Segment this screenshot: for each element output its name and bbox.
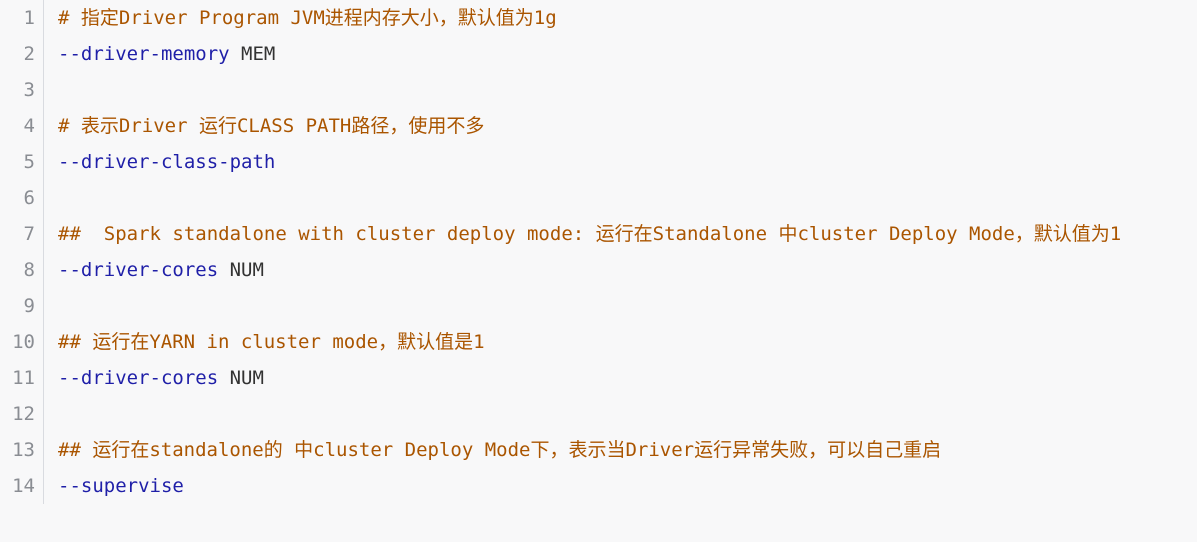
line-number: 9 xyxy=(0,288,44,324)
line-number: 11 xyxy=(0,360,44,396)
code-text: --driver-cores NUM xyxy=(44,252,264,288)
line-number: 3 xyxy=(0,72,44,108)
flag-text: --supervise xyxy=(58,475,184,497)
code-text: # 指定Driver Program JVM进程内存大小，默认值为1g xyxy=(44,0,557,36)
code-line: 7 ## Spark standalone with cluster deplo… xyxy=(0,216,1197,252)
line-number: 2 xyxy=(0,36,44,72)
line-number: 7 xyxy=(0,216,44,252)
code-text xyxy=(44,72,69,108)
line-number: 8 xyxy=(0,252,44,288)
code-line: 12 xyxy=(0,396,1197,432)
line-number: 6 xyxy=(0,180,44,216)
code-line: 6 xyxy=(0,180,1197,216)
comment-text: # 表示Driver 运行CLASS PATH路径，使用不多 xyxy=(58,115,485,137)
line-number: 5 xyxy=(0,144,44,180)
flag-text: --driver-class-path xyxy=(58,151,276,173)
code-text xyxy=(44,180,69,216)
line-number: 1 xyxy=(0,0,44,36)
code-line: 14 --supervise xyxy=(0,468,1197,504)
line-number: 10 xyxy=(0,324,44,360)
flag-text: --driver-cores xyxy=(58,367,219,389)
code-text: ## 运行在standalone的 中cluster Deploy Mode下，… xyxy=(44,432,941,468)
code-text xyxy=(44,288,69,324)
code-line: 10 ## 运行在YARN in cluster mode，默认值是1 xyxy=(0,324,1197,360)
code-text: --supervise xyxy=(44,468,184,504)
line-number: 14 xyxy=(0,468,44,504)
code-line: 13 ## 运行在standalone的 中cluster Deploy Mod… xyxy=(0,432,1197,468)
flag-text: --driver-memory xyxy=(58,43,230,65)
code-text: --driver-class-path xyxy=(44,144,275,180)
code-line: 9 xyxy=(0,288,1197,324)
code-text: --driver-memory MEM xyxy=(44,36,275,72)
code-line: 1 # 指定Driver Program JVM进程内存大小，默认值为1g xyxy=(0,0,1197,36)
code-line: 2 --driver-memory MEM xyxy=(0,36,1197,72)
code-line: 11 --driver-cores NUM xyxy=(0,360,1197,396)
code-text xyxy=(44,396,69,432)
code-text: --driver-cores NUM xyxy=(44,360,264,396)
comment-text: # 指定Driver Program JVM进程内存大小，默认值为1g xyxy=(58,7,557,29)
comment-text: ## 运行在YARN in cluster mode，默认值是1 xyxy=(58,331,485,353)
arg-text: NUM xyxy=(218,367,264,389)
code-line: 8 --driver-cores NUM xyxy=(0,252,1197,288)
line-number: 4 xyxy=(0,108,44,144)
line-number: 13 xyxy=(0,432,44,468)
arg-text: MEM xyxy=(229,43,276,65)
code-text: ## 运行在YARN in cluster mode，默认值是1 xyxy=(44,324,485,360)
code-line: 5 --driver-class-path xyxy=(0,144,1197,180)
comment-text: ## Spark standalone with cluster deploy … xyxy=(58,223,1122,245)
flag-text: --driver-cores xyxy=(58,259,219,281)
arg-text: NUM xyxy=(218,259,264,281)
line-number: 12 xyxy=(0,396,44,432)
code-text: # 表示Driver 运行CLASS PATH路径，使用不多 xyxy=(44,108,484,144)
code-line: 3 xyxy=(0,72,1197,108)
code-line: 4 # 表示Driver 运行CLASS PATH路径，使用不多 xyxy=(0,108,1197,144)
code-text: ## Spark standalone with cluster deploy … xyxy=(44,216,1183,252)
comment-text: ## 运行在standalone的 中cluster Deploy Mode下，… xyxy=(58,439,942,461)
